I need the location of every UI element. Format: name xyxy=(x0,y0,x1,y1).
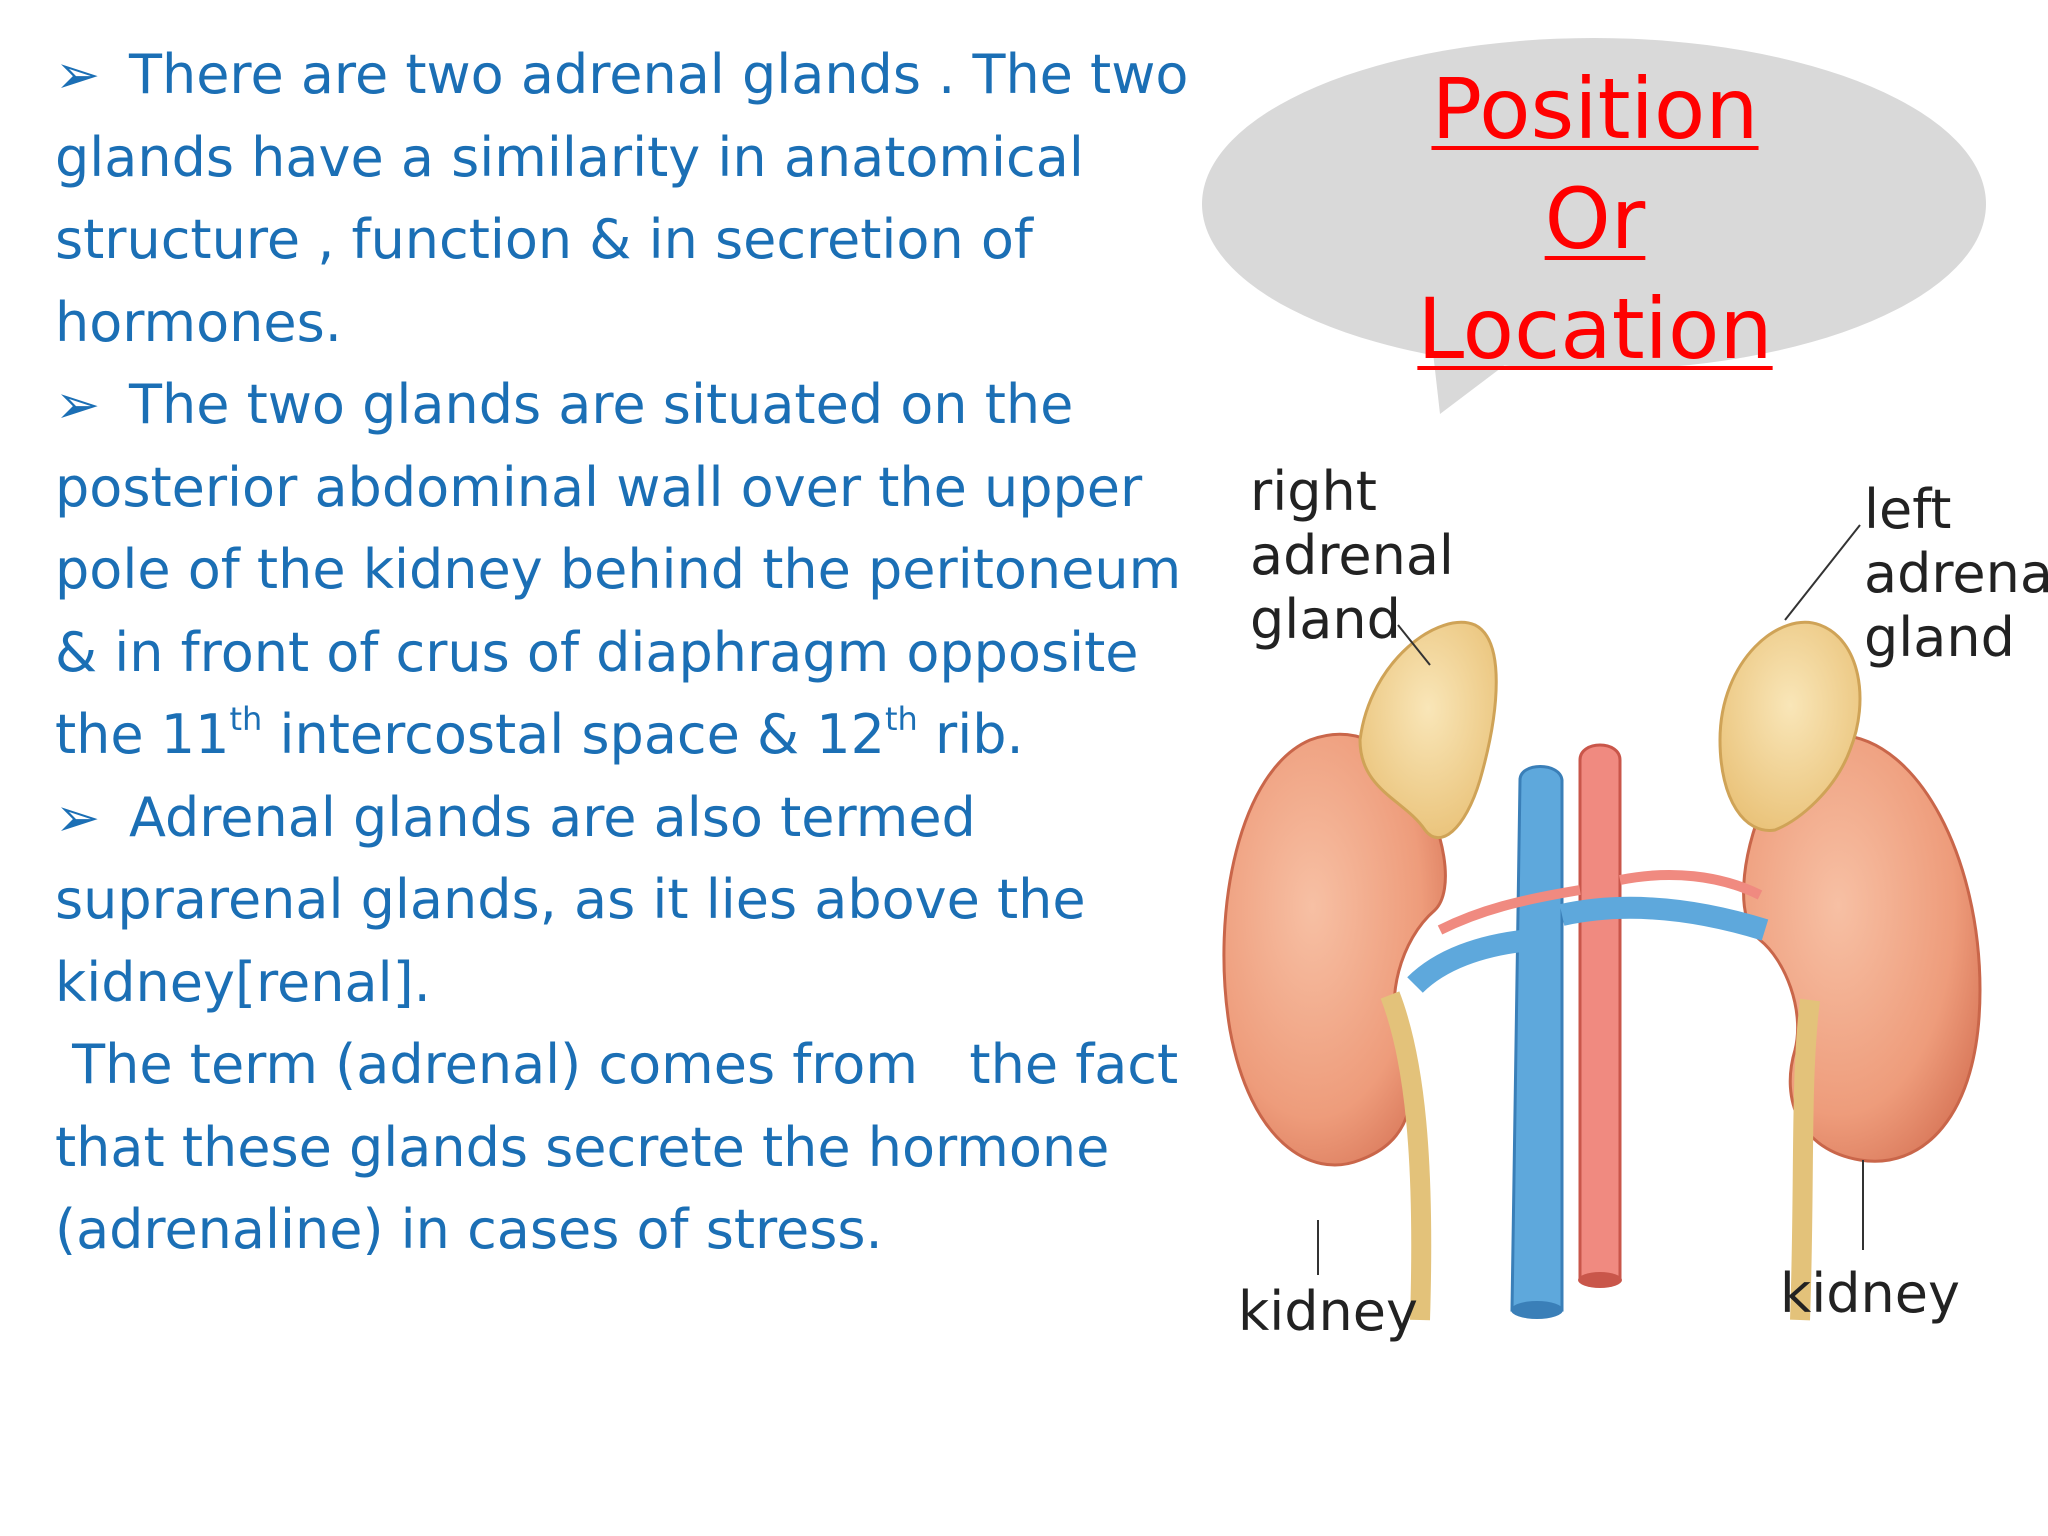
speech-bubble: Position Or Location xyxy=(1200,36,1990,426)
paragraph-2-text-c: rib. xyxy=(917,703,1024,766)
label-right-line-1: right xyxy=(1250,460,1377,523)
paragraph-3: ➢Adrenal glands are also termed supraren… xyxy=(55,777,1190,1025)
ureter-right xyxy=(1790,998,1820,1321)
label-left-line-3: gland xyxy=(1864,606,2015,669)
paragraph-4-text: The term (adrenal) comes from the fact t… xyxy=(55,1033,1196,1261)
paragraph-2-text-a: The two glands are situated on the poste… xyxy=(55,373,1182,766)
superscript-th: th xyxy=(229,700,263,738)
paragraph-4: The term (adrenal) comes from the fact t… xyxy=(55,1024,1190,1272)
label-left-line-1: left xyxy=(1864,478,1952,541)
label-right-line-2: adrenal xyxy=(1250,524,1454,587)
speech-bubble-shape xyxy=(1202,38,1986,414)
bubble-title: Position Or Location xyxy=(1200,54,1990,384)
renal-vein-left xyxy=(1407,929,1532,994)
body-text: ➢There are two adrenal glands . The two … xyxy=(55,34,1190,1272)
label-right-adrenal-gland: right adrenal gland xyxy=(1250,460,1454,652)
kidney-adrenal-illustration: right adrenal gland left adrenal gland k… xyxy=(1200,440,2048,1380)
paragraph-1-text: There are two adrenal glands . The two g… xyxy=(55,43,1189,354)
renal-artery-right xyxy=(1619,870,1763,900)
anatomy-drawing xyxy=(1222,524,1982,1321)
label-left-adrenal-gland: left adrenal gland xyxy=(1864,478,2048,670)
paragraph-3-text: Adrenal glands are also termed suprarena… xyxy=(55,785,1086,1014)
renal-vein-right xyxy=(1559,896,1769,941)
title-line-location: Location xyxy=(1417,280,1773,378)
adrenal-gland-left-shape xyxy=(1358,620,1498,840)
paragraph-2-text-b: intercostal space & 12 xyxy=(262,703,885,766)
bullet-arrow-icon: ➢ xyxy=(55,373,101,436)
ureter-left xyxy=(1380,991,1432,1321)
vena-cava xyxy=(1510,765,1564,1312)
aorta xyxy=(1578,743,1622,1282)
superscript-th: th xyxy=(885,700,918,738)
bullet-arrow-icon: ➢ xyxy=(55,43,101,106)
label-right-line-3: gland xyxy=(1250,588,1401,651)
paragraph-2: ➢The two glands are situated on the post… xyxy=(55,364,1190,777)
title-line-position: Position xyxy=(1431,60,1759,158)
title-line-or: Or xyxy=(1544,170,1646,268)
renal-artery-left xyxy=(1437,885,1581,935)
label-left-line-2: adrenal xyxy=(1864,542,2048,605)
paragraph-1: ➢There are two adrenal glands . The two … xyxy=(55,34,1190,364)
label-kidney-left: kidney xyxy=(1238,1280,1418,1343)
label-kidney-right: kidney xyxy=(1780,1262,1960,1325)
adrenal-gland-right-shape xyxy=(1718,620,1862,832)
bullet-arrow-icon: ➢ xyxy=(55,785,101,849)
